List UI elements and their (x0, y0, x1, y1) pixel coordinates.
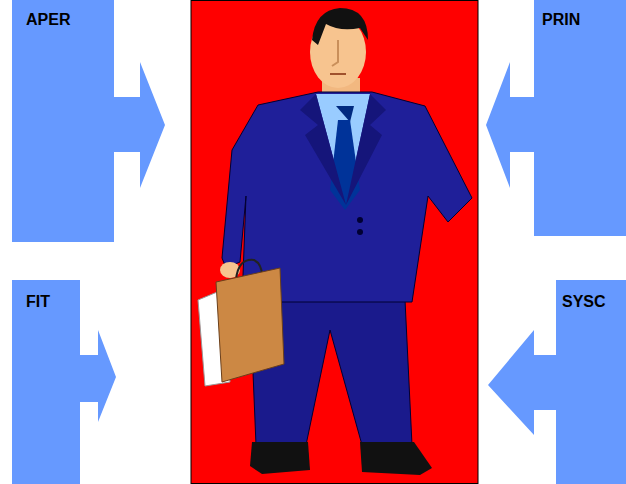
nose (332, 40, 338, 66)
arrow-outline (12, 280, 116, 484)
briefcase (216, 268, 284, 382)
arrow-label: FIT (26, 292, 50, 311)
arrow-callout: PRIN (474, 0, 626, 236)
right-lapel (346, 94, 386, 205)
arrow-label: SYSC (562, 292, 606, 311)
left-shoe (250, 442, 310, 474)
button (357, 217, 363, 223)
red-panel (191, 1, 478, 484)
left-lapel (300, 94, 346, 205)
text-holder: PRIN (474, 0, 626, 29)
right-shoe (360, 442, 432, 475)
text-holder: SYSC (486, 280, 626, 311)
arrow-outline (488, 280, 626, 484)
arrow-callout: FIT (12, 280, 118, 484)
arrow-shape (12, 0, 167, 242)
arrow-shape (12, 280, 118, 484)
tie-knot (336, 106, 354, 122)
arrow-label: APER (26, 10, 70, 29)
arrow-outline (486, 0, 626, 236)
arrow-callout: APER (12, 0, 167, 242)
mouth (330, 73, 346, 75)
arrow-label: PRIN (542, 10, 580, 29)
arrow-shape (474, 0, 626, 236)
arrow-callout: SYSC (486, 280, 626, 484)
hair (312, 8, 368, 45)
arrow-shape (486, 280, 626, 484)
arrow-outline (12, 0, 165, 242)
button (357, 229, 363, 235)
text-holder: APER (12, 0, 167, 29)
jacket (222, 92, 472, 302)
text-holder: FIT (12, 280, 118, 311)
